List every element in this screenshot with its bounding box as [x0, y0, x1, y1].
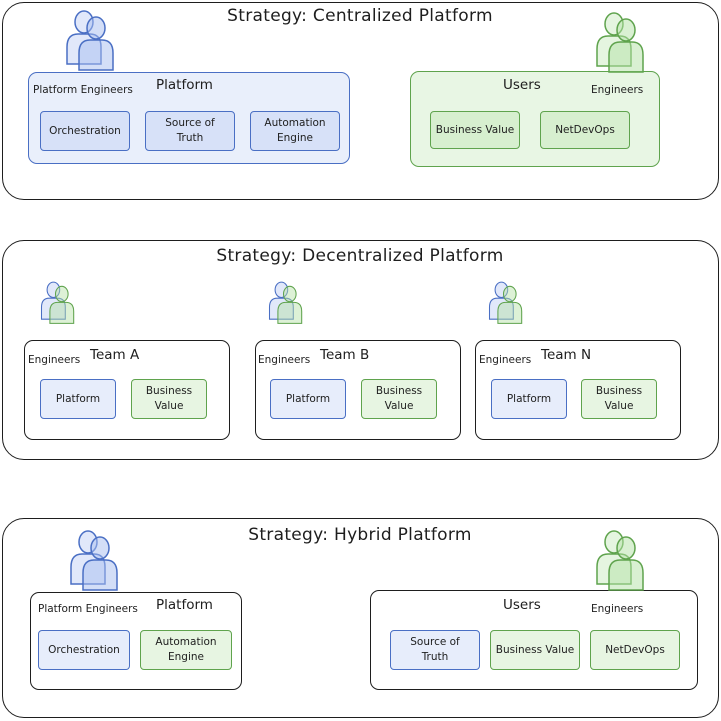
- people-group-green-icon: [592, 528, 650, 592]
- people-group-blue-icon: [66, 528, 124, 592]
- team-a-title: Team A: [90, 347, 140, 363]
- hybrid-netdevops-box: NetDevOps: [590, 630, 680, 670]
- strategy-decentralized-panel: [2, 240, 719, 460]
- team-a-platform-box: Platform: [40, 379, 116, 419]
- centralized-platform-title: Platform: [156, 77, 213, 93]
- people-group-mixed-icon: [38, 280, 79, 325]
- people-group-mixed-icon: [486, 280, 527, 325]
- team-b-business-value-box: Business Value: [361, 379, 437, 419]
- people-icon-svg: [268, 281, 303, 324]
- people-group-mixed-icon: [266, 280, 307, 325]
- strategy-centralized-panel: [2, 2, 719, 200]
- strategy-hybrid-panel: [2, 518, 719, 718]
- people-icon-svg: [40, 281, 75, 324]
- team-n-business-value-box: Business Value: [581, 379, 657, 419]
- hybrid-platform-group: [30, 592, 242, 690]
- people-icon-svg: [70, 530, 118, 591]
- centralized-users-group: [410, 71, 660, 167]
- team-n-group: [475, 340, 681, 440]
- people-group-green-icon: [592, 10, 650, 74]
- people-icon-svg: [596, 530, 644, 591]
- strategy-centralized-title: Strategy: Centralized Platform: [227, 6, 493, 26]
- team-b-engineers-label: Engineers: [258, 354, 311, 366]
- people-group-blue-icon: [62, 8, 120, 72]
- strategy-decentralized-title: Strategy: Decentralized Platform: [216, 246, 504, 266]
- centralized-source-of-truth-box: Source of Truth: [145, 111, 235, 151]
- strategy-hybrid-title: Strategy: Hybrid Platform: [248, 525, 472, 545]
- team-a-engineers-label: Engineers: [28, 354, 81, 366]
- centralized-orchestration-box: Orchestration: [40, 111, 130, 151]
- centralized-platform-group: [28, 72, 350, 164]
- centralized-users-title: Users: [503, 77, 541, 93]
- team-b-group: [255, 340, 461, 440]
- team-n-engineers-label: Engineers: [479, 354, 532, 366]
- hybrid-platform-engineers-label: Platform Engineers: [38, 603, 138, 615]
- hybrid-platform-title: Platform: [156, 597, 213, 613]
- centralized-automation-engine-box: Automation Engine: [250, 111, 340, 151]
- team-b-title: Team B: [320, 347, 370, 363]
- people-icon-svg: [596, 12, 644, 73]
- team-a-group: [24, 340, 230, 440]
- team-b-platform-box: Platform: [270, 379, 346, 419]
- hybrid-users-title: Users: [503, 597, 541, 613]
- hybrid-business-value-box: Business Value: [490, 630, 580, 670]
- hybrid-engineers-label: Engineers: [591, 603, 644, 615]
- hybrid-automation-engine-box: Automation Engine: [140, 630, 232, 670]
- centralized-business-value-box: Business Value: [430, 111, 520, 149]
- hybrid-orchestration-box: Orchestration: [38, 630, 130, 670]
- team-n-title: Team N: [541, 347, 592, 363]
- hybrid-source-of-truth-box: Source of Truth: [390, 630, 480, 670]
- team-a-business-value-box: Business Value: [131, 379, 207, 419]
- people-icon-svg: [66, 10, 114, 71]
- people-icon-svg: [488, 281, 523, 324]
- centralized-engineers-label: Engineers: [591, 84, 644, 96]
- team-n-platform-box: Platform: [491, 379, 567, 419]
- centralized-netdevops-box: NetDevOps: [540, 111, 630, 149]
- centralized-platform-engineers-label: Platform Engineers: [33, 84, 133, 96]
- hybrid-users-group: [370, 590, 698, 690]
